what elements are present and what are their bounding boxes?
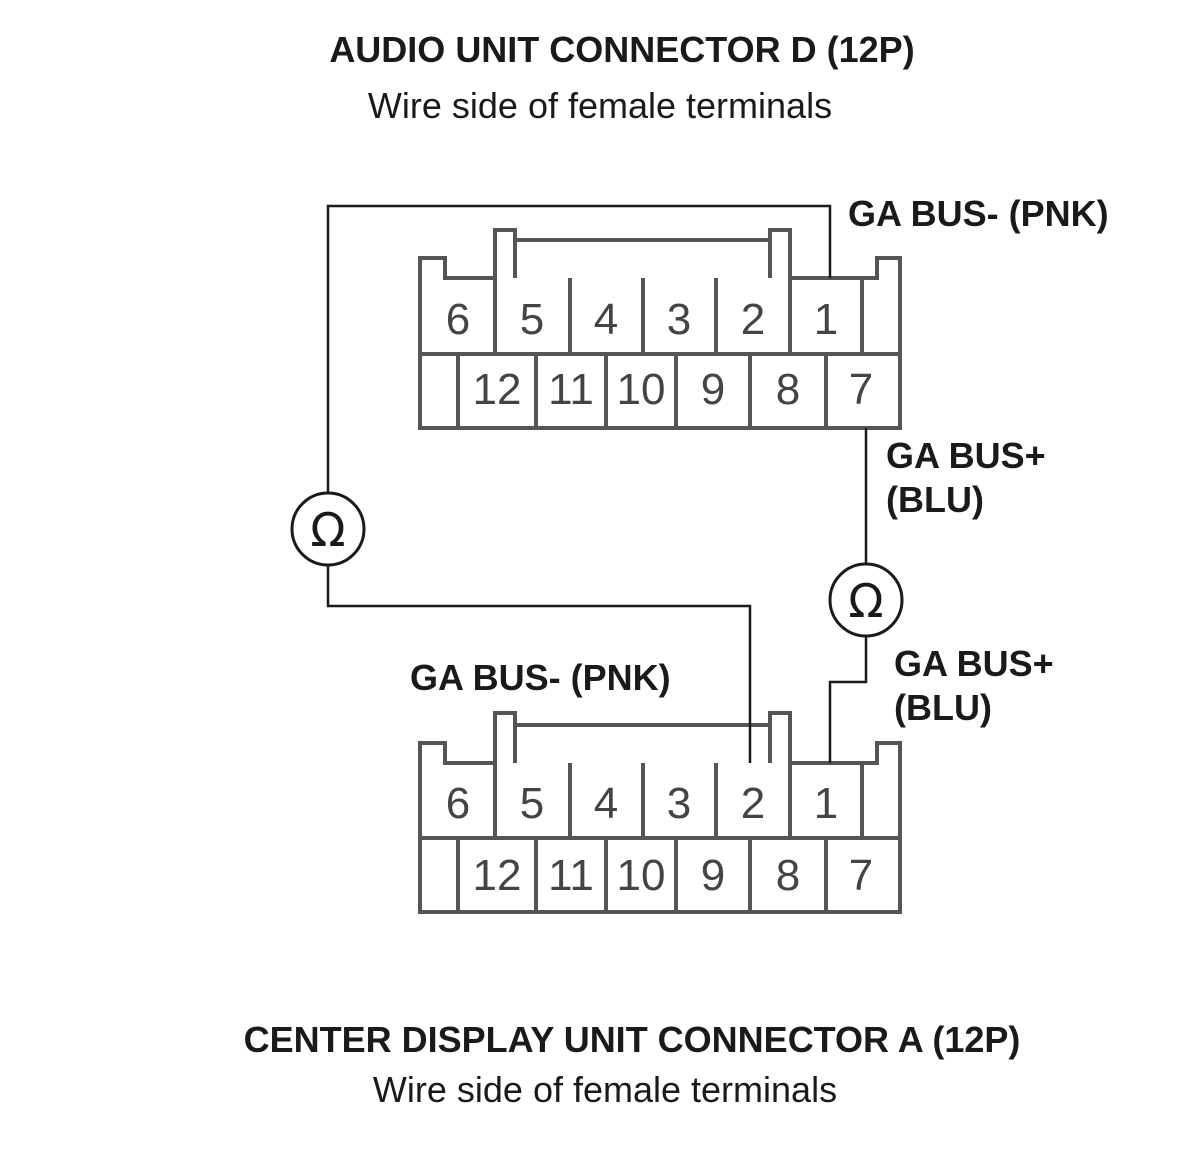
display-bottom-pins: 12 11 10 9 8 7 bbox=[473, 851, 874, 900]
display-connector-subtitle: Wire side of female terminals bbox=[373, 1069, 837, 1110]
display-connector-title: CENTER DISPLAY UNIT CONNECTOR A (12P) bbox=[244, 1019, 1021, 1060]
pin-label: 3 bbox=[667, 295, 691, 344]
pin-label: 4 bbox=[594, 295, 618, 344]
pin-label: 5 bbox=[520, 779, 544, 828]
pin-label: 6 bbox=[446, 295, 470, 344]
pin-label: 12 bbox=[473, 365, 522, 414]
pin-label: 11 bbox=[548, 365, 594, 414]
pin-label: 1 bbox=[814, 779, 838, 828]
pin-label: 7 bbox=[849, 365, 873, 414]
top-row-dividers bbox=[493, 278, 864, 354]
audio-connector-title: AUDIO UNIT CONNECTOR D (12P) bbox=[329, 29, 914, 70]
ga-bus-plus-color-top: (BLU) bbox=[886, 479, 984, 520]
pin-label: 5 bbox=[520, 295, 544, 344]
ga-bus-plus-color-bottom: (BLU) bbox=[894, 687, 992, 728]
pin-label: 1 bbox=[814, 295, 838, 344]
audio-connector: 6 5 4 3 2 1 12 11 10 9 8 7 bbox=[418, 228, 902, 430]
pin-label: 4 bbox=[594, 779, 618, 828]
audio-top-pins: 6 5 4 3 2 1 bbox=[446, 295, 838, 344]
audio-bottom-pins: 12 11 10 9 8 7 bbox=[473, 365, 874, 414]
bottom-row-dividers bbox=[456, 838, 828, 912]
pin-label: 3 bbox=[667, 779, 691, 828]
pin-label: 12 bbox=[473, 851, 522, 900]
pin-label: 2 bbox=[741, 779, 765, 828]
ohm-symbol: Ω bbox=[848, 574, 883, 628]
pin-label: 10 bbox=[617, 851, 666, 900]
display-top-pins: 6 5 4 3 2 1 bbox=[446, 779, 838, 828]
pin-label: 9 bbox=[701, 365, 725, 414]
pin-label: 8 bbox=[776, 851, 800, 900]
ohmmeter-icon: Ω bbox=[828, 562, 904, 638]
pin-label: 9 bbox=[701, 851, 725, 900]
ohm-symbol: Ω bbox=[310, 503, 345, 557]
ga-bus-plus-wire bbox=[828, 428, 868, 763]
ga-bus-minus-wire bbox=[326, 204, 832, 763]
top-row-dividers bbox=[493, 763, 864, 838]
ga-bus-minus-label-top: GA BUS- (PNK) bbox=[848, 193, 1109, 234]
display-connector: 6 5 4 3 2 1 12 11 10 9 8 7 bbox=[418, 711, 902, 914]
audio-connector-subtitle: Wire side of female terminals bbox=[368, 85, 832, 126]
pin-label: 11 bbox=[548, 851, 594, 900]
pin-label: 6 bbox=[446, 779, 470, 828]
pin-label: 2 bbox=[741, 295, 765, 344]
pin-label: 8 bbox=[776, 365, 800, 414]
bottom-row-dividers bbox=[456, 354, 828, 428]
ga-bus-plus-label-top: GA BUS+ bbox=[886, 435, 1046, 476]
ohmmeter-icon: Ω bbox=[290, 491, 366, 567]
pin-label: 10 bbox=[617, 365, 666, 414]
ga-bus-minus-label-bottom: GA BUS- (PNK) bbox=[410, 657, 671, 698]
pin-label: 7 bbox=[849, 851, 873, 900]
ga-bus-plus-label-bottom: GA BUS+ bbox=[894, 643, 1054, 684]
